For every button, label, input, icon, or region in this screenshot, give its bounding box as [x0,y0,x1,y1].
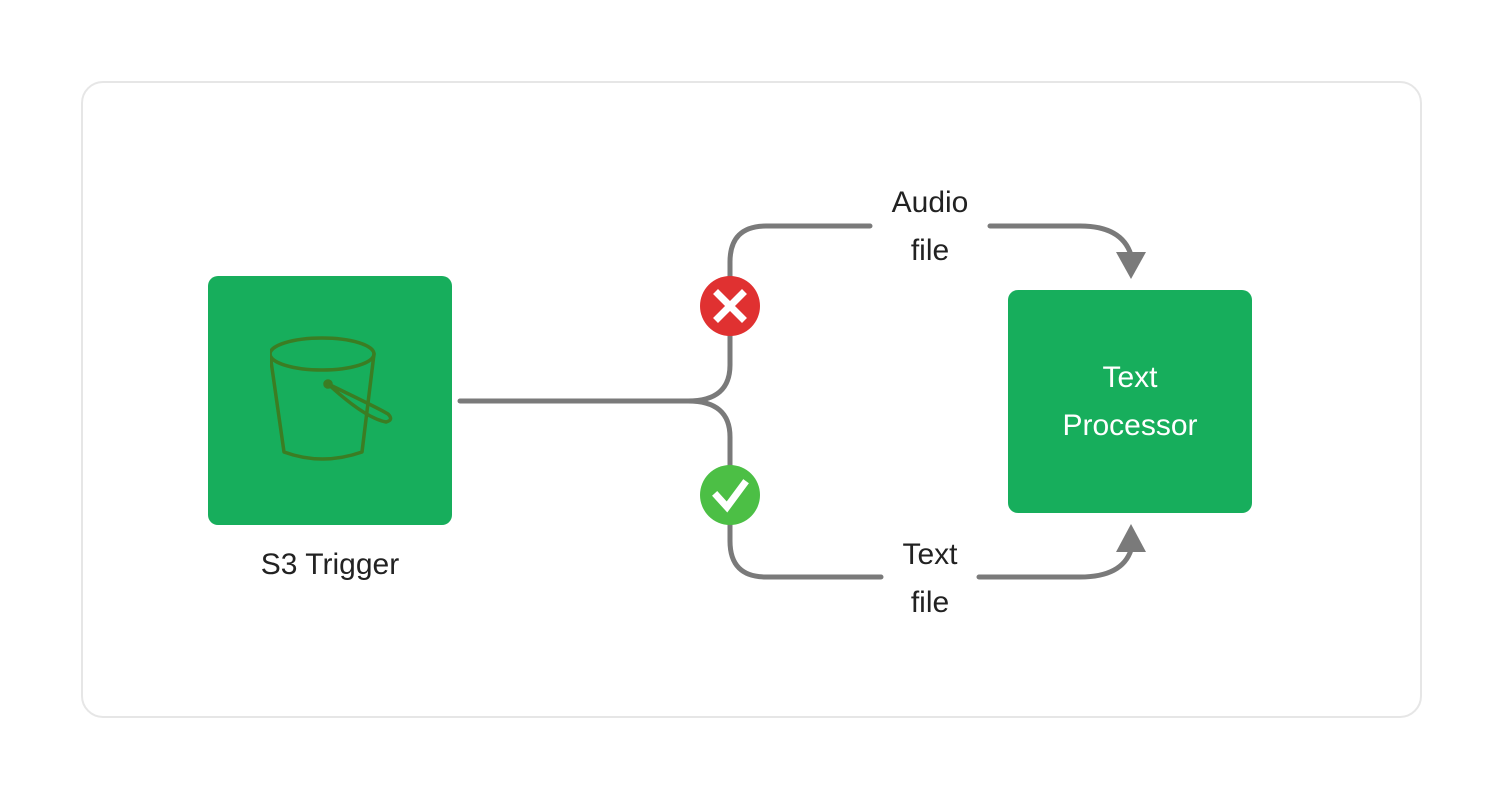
bucket-icon [270,336,393,461]
text-file-label: Text file [884,531,976,627]
audio-file-label: Audio file [873,179,987,275]
text-arrowhead-icon [1116,524,1146,552]
accept-status-icon [700,465,760,525]
text-processor-label: Text Processor [1062,360,1198,442]
audio-to-processor-connector [987,223,1134,258]
s3-trigger-node[interactable] [208,276,452,525]
s3-trigger-label: S3 Trigger [260,548,400,581]
audio-arrowhead-icon [1116,252,1146,279]
audio-branch-connector [685,223,873,404]
text-to-processor-connector [976,547,1134,580]
reject-status-icon [700,276,760,336]
text-processor-node[interactable]: Text Processor [1008,290,1252,513]
text-branch-connector [685,398,884,580]
